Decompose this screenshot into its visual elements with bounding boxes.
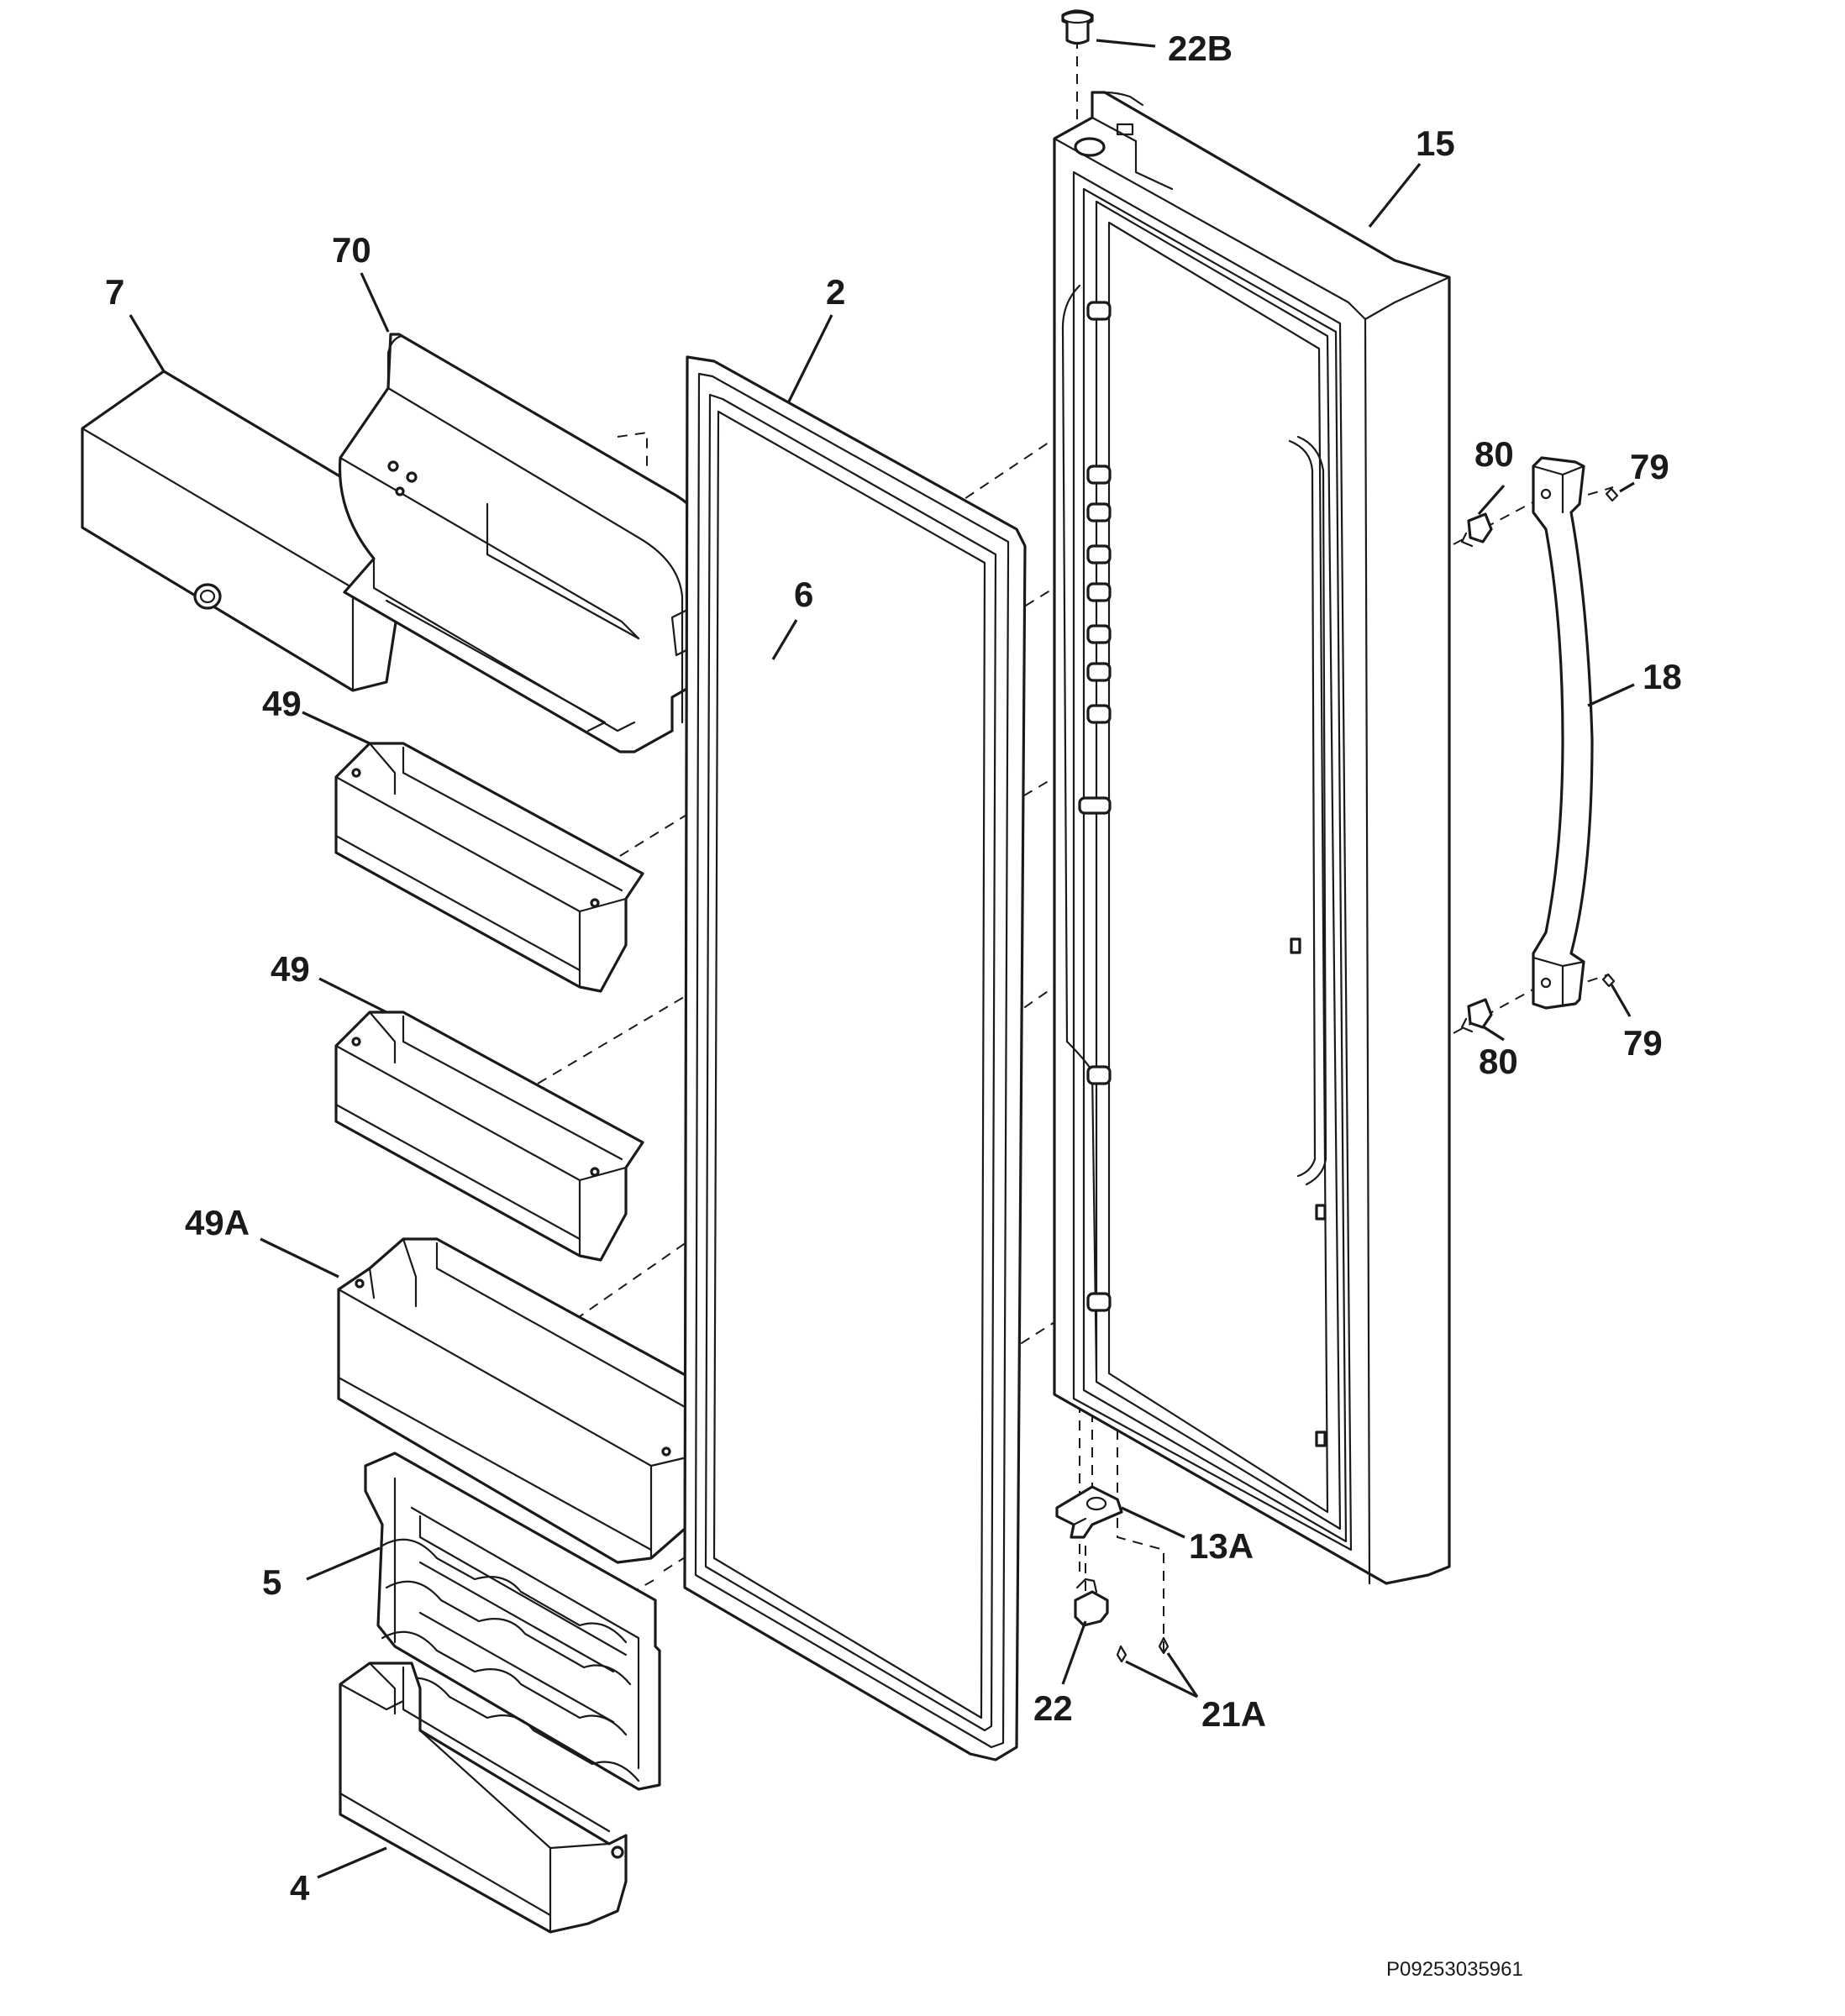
callout-22: 22 (1033, 1688, 1073, 1728)
drawing-code: P09253035961 (1386, 1958, 1523, 1981)
part-70-dispenser-housing (338, 333, 718, 753)
part-22B-hinge-plug (1061, 9, 1094, 45)
callout-labels: 22B 15 70 7 2 80 79 6 18 49 49 80 79 49A… (105, 29, 1682, 1981)
part-80-handle-stud-lower (1460, 998, 1493, 1033)
part-2-door-gasket (683, 355, 1027, 1761)
callout-80-lower: 80 (1479, 1042, 1518, 1081)
shelf-bosses (1078, 301, 1327, 1447)
callout-15: 15 (1416, 123, 1455, 163)
part-18-door-handle (1532, 456, 1594, 1010)
callout-79-lower: 79 (1623, 1023, 1663, 1063)
callout-13A: 13A (1189, 1526, 1254, 1566)
callout-7: 7 (105, 272, 124, 312)
callout-leader-lines (129, 39, 1635, 1879)
part-21A-hinge-screws (1116, 1636, 1170, 1663)
callout-2: 2 (826, 272, 845, 312)
callout-21A: 21A (1201, 1694, 1266, 1734)
part-79-set-screw-lower (1601, 973, 1616, 988)
part-5-can-rack (364, 1452, 661, 1791)
part-15-door-assembly (1053, 91, 1451, 1585)
callout-18: 18 (1643, 657, 1682, 696)
callout-80-upper: 80 (1474, 434, 1514, 474)
callout-70: 70 (332, 230, 371, 270)
part-49-door-bin-lower (334, 1011, 644, 1262)
callout-5: 5 (262, 1562, 281, 1602)
callout-49A: 49A (185, 1203, 250, 1242)
part-4-lower-bin (339, 1662, 628, 1934)
callout-6: 6 (794, 575, 813, 614)
part-80-handle-stud-upper (1460, 512, 1493, 548)
part-13A-lower-hinge (1055, 1485, 1123, 1539)
callout-49-lower: 49 (271, 949, 310, 989)
part-79-set-screw-upper (1605, 487, 1619, 502)
callout-22B: 22B (1168, 29, 1233, 68)
part-49-door-bin-upper (334, 742, 644, 993)
part-22-hinge-bushing (1074, 1578, 1109, 1627)
callout-4: 4 (290, 1868, 310, 1908)
callout-49-upper: 49 (262, 684, 302, 723)
callout-79-upper: 79 (1630, 447, 1669, 486)
